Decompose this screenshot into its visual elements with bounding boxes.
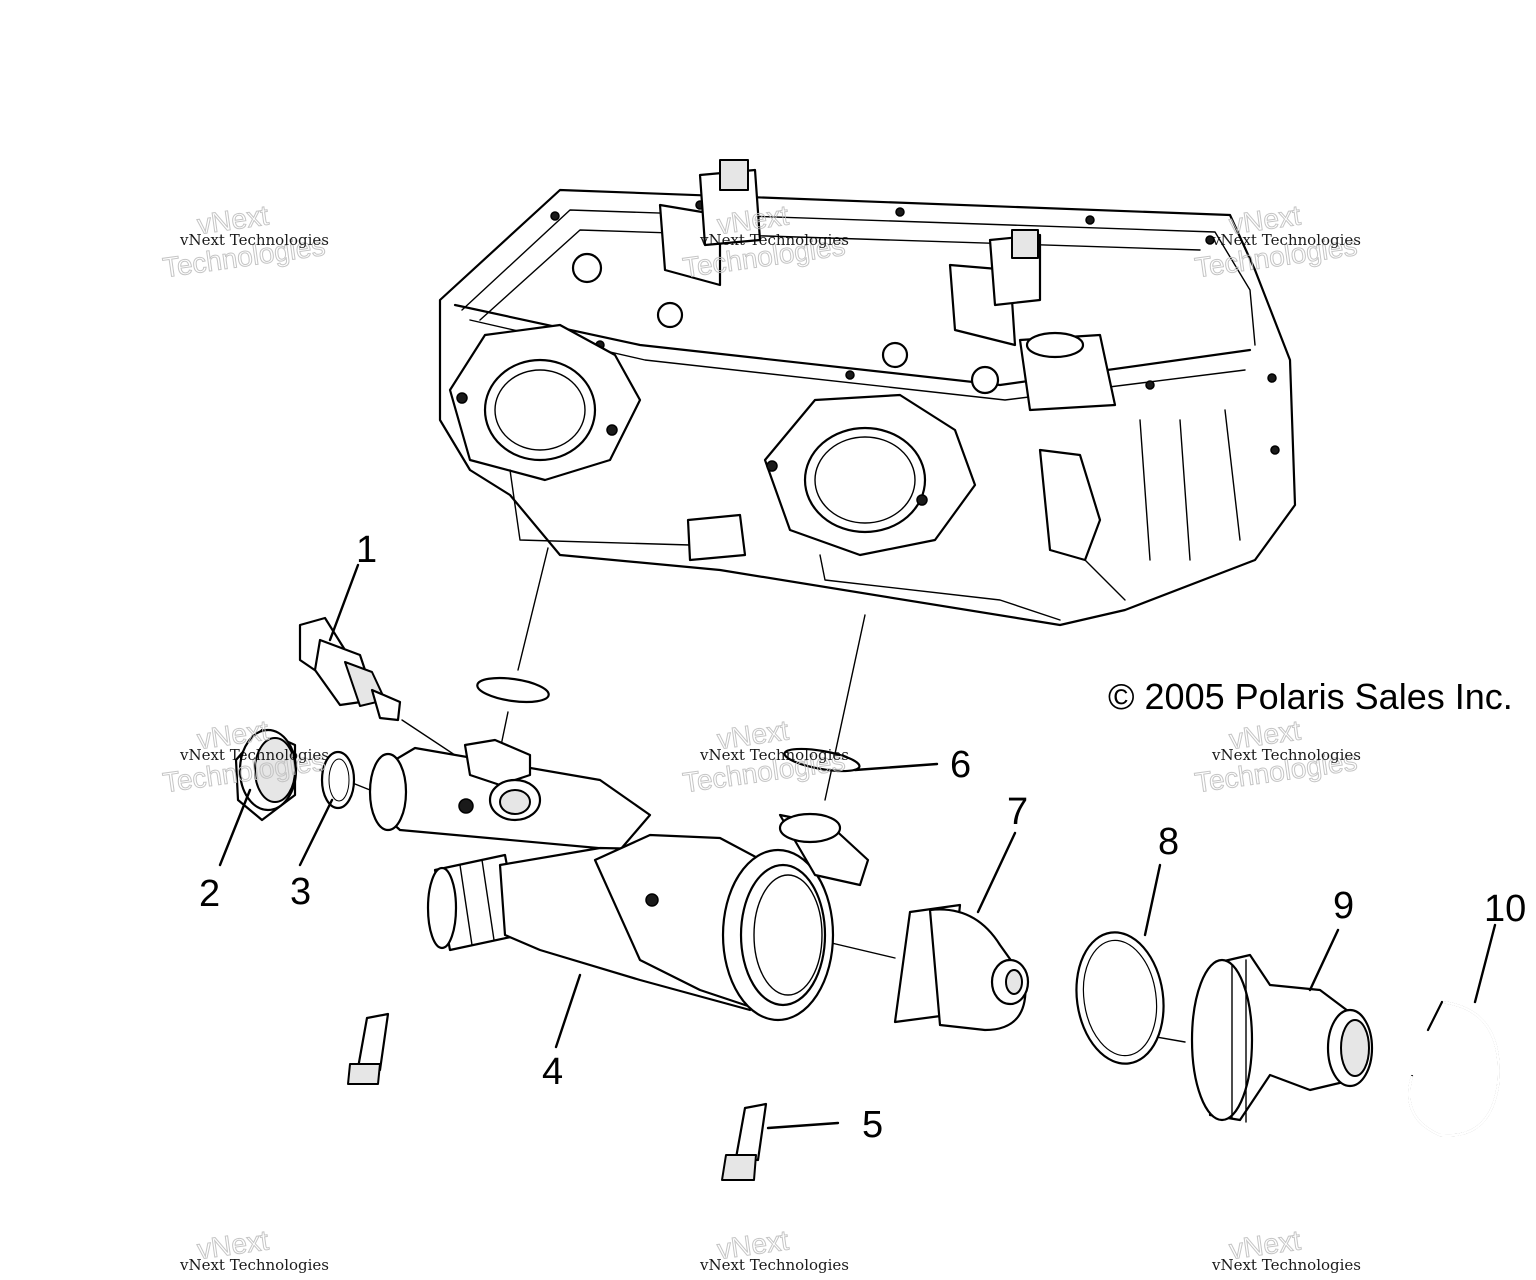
- snap-ring: [1407, 1000, 1500, 1137]
- callout-6: 6: [950, 744, 971, 786]
- bolt-right: [721, 1102, 768, 1181]
- o-ring-tab: [783, 747, 861, 773]
- svg-text:vNext Technologies: vNext Technologies: [1211, 1256, 1361, 1274]
- watermark: vNext Technologies vNext Technologies: [160, 714, 329, 799]
- callout-3: 3: [290, 871, 311, 913]
- svg-text:vNext Technologies: vNext Technologies: [179, 746, 329, 764]
- callout-5: 5: [862, 1104, 883, 1146]
- callout-10: 10: [1484, 888, 1526, 930]
- plug: [234, 728, 298, 822]
- thermostat: [893, 903, 1030, 1032]
- callout-7: 7: [1007, 791, 1028, 833]
- svg-text:vNext Technologies: vNext Technologies: [1211, 746, 1361, 764]
- watermark: vNext Technologies vNext Technologies: [1192, 714, 1361, 799]
- o-ring-large: [1075, 931, 1165, 1065]
- watermark: vNext Technologies vNext Technologies: [1192, 199, 1361, 284]
- temperature-sensor: [298, 616, 402, 722]
- bolt-left: [347, 1012, 390, 1085]
- cylinder-head: [438, 159, 1297, 627]
- svg-text:vNext Technologies: vNext Technologies: [1211, 231, 1361, 249]
- svg-text:vNext Technologies: vNext Technologies: [179, 231, 329, 249]
- svg-text:vNext Technologies: vNext Technologies: [699, 231, 849, 249]
- svg-text:vNext Technologies: vNext Technologies: [699, 746, 849, 764]
- watermark: vNext Technologies vNext Technologies: [160, 199, 329, 284]
- callout-8: 8: [1158, 821, 1179, 863]
- callout-9: 9: [1333, 885, 1354, 927]
- watermark: vNext Technologies vNext Technologies: [680, 714, 849, 799]
- callout-2: 2: [199, 873, 220, 915]
- svg-text:vNext Technologies: vNext Technologies: [179, 1256, 329, 1274]
- leader-lines: [218, 563, 1497, 1130]
- copyright-notice: © 2005 Polaris Sales Inc.: [1108, 676, 1513, 717]
- thermostat-housing: [368, 738, 870, 1022]
- callout-1: 1: [356, 529, 377, 571]
- callout-4: 4: [542, 1051, 563, 1093]
- o-ring-upper: [476, 676, 550, 704]
- outlet-fitting: [1190, 953, 1374, 1123]
- watermark: vNext vNext Technologies: [699, 1224, 849, 1274]
- watermark: vNext vNext Technologies: [179, 1224, 329, 1274]
- watermark: vNext vNext Technologies: [1211, 1224, 1361, 1274]
- callout-numbers: 1 2 3 4 5 6 7 8 9 10: [199, 529, 1526, 1146]
- svg-text:vNext Technologies: vNext Technologies: [699, 1256, 849, 1274]
- o-ring-small: [320, 750, 356, 810]
